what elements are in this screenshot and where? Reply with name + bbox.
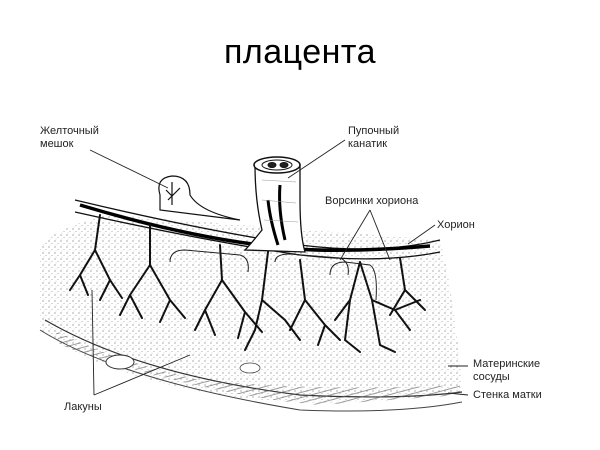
slide-title: плацента — [223, 33, 377, 71]
label-umbilical-cord-line1: Пупочный — [348, 125, 400, 137]
label-maternal-vessels: Материнские сосуды — [473, 358, 540, 384]
label-umbilical-cord-line2: канатик — [348, 138, 388, 150]
label-maternal-vessels-line2: сосуды — [473, 371, 510, 383]
label-yolk-sac-line2: мешок — [40, 138, 74, 150]
label-maternal-vessels-line1: Материнские — [473, 358, 541, 370]
chorionic-villi — [69, 214, 426, 353]
uterine-wall-tissue — [39, 215, 463, 412]
umbilical-cord — [243, 156, 306, 253]
yolk-sac — [158, 175, 241, 221]
label-chorionic-villi: Ворсинки хориона — [325, 195, 419, 207]
villi-loops — [169, 249, 377, 301]
label-lacunae: Лакуны — [64, 401, 102, 413]
label-yolk-sac: Желточный мешок — [40, 125, 99, 151]
label-yolk-sac-line1: Желточный — [40, 125, 99, 137]
label-chorion: Хорион — [437, 219, 475, 231]
label-umbilical-cord: Пупочный канатик — [348, 125, 399, 151]
leader-lines — [89, 139, 469, 396]
label-uterine-wall: Стенка матки — [473, 389, 542, 401]
